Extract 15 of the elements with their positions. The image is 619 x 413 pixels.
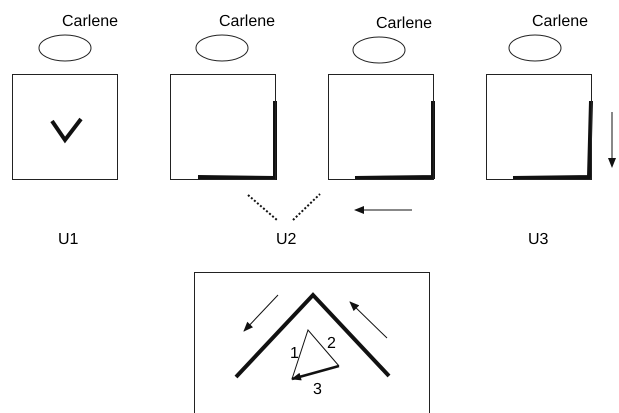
name-label: Carlene <box>376 16 432 32</box>
unit-label: U3 <box>528 232 548 248</box>
side-number: 2 <box>327 336 336 352</box>
square-frame <box>170 74 276 180</box>
unit-label: U1 <box>58 232 78 248</box>
name-label: Carlene <box>532 14 588 30</box>
square-frame <box>328 74 434 180</box>
side-number: 1 <box>290 346 299 362</box>
name-label: Carlene <box>62 14 118 30</box>
square-frame <box>486 74 592 180</box>
side-number: 3 <box>313 382 322 398</box>
square-frame <box>12 74 118 180</box>
diagram-panel <box>194 272 430 413</box>
unit-label: U2 <box>276 232 296 248</box>
name-label: Carlene <box>219 14 276 30</box>
